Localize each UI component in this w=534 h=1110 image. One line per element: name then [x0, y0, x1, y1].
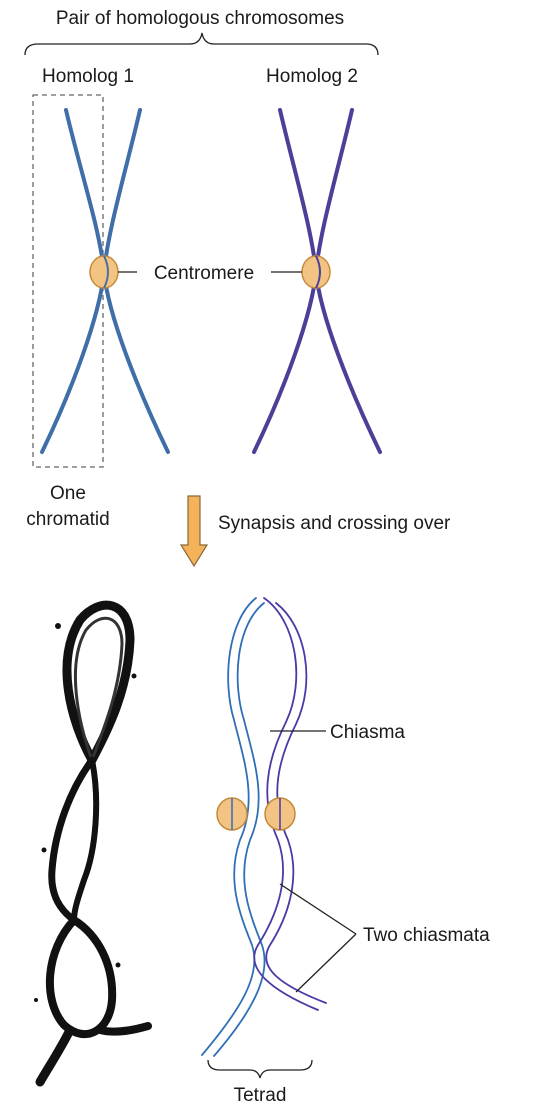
two-chiasmata-leader-lower: [296, 934, 356, 992]
micrograph-middle-strand-a: [52, 760, 92, 920]
process-label: Synapsis and crossing over: [218, 513, 451, 534]
tetrad-bracket: [208, 1060, 312, 1078]
process-arrow: [181, 496, 207, 566]
homolog-1-chromatid-b: [42, 110, 140, 452]
pair-title: Pair of homologous chromosomes: [56, 8, 344, 29]
homolog-1-label: Homolog 1: [42, 66, 134, 87]
micrograph-tail-right: [100, 1026, 148, 1032]
two-chiasmata-leader-upper: [280, 884, 356, 934]
centromere-label: Centromere: [154, 263, 254, 284]
one-chromatid-label-line2: chromatid: [26, 509, 109, 530]
one-chromatid-label-line1: One: [50, 483, 86, 504]
tetrad-blue-chromatid-b: [214, 603, 265, 1056]
homolog-2-chromatid-b: [254, 110, 352, 452]
chiasma-label: Chiasma: [330, 722, 405, 743]
micrograph-lower-loop: [50, 920, 112, 1034]
homolog-1-chromatid-a: [66, 110, 168, 452]
centromere-homolog-1: [90, 256, 118, 288]
tetrad-label: Tetrad: [234, 1085, 287, 1106]
homolog-2-label: Homolog 2: [266, 66, 358, 87]
homolog-2-chromatid-a: [280, 110, 380, 452]
pair-bracket: [25, 33, 378, 55]
tetrad-schematic: [202, 598, 326, 1056]
two-chiasmata-label: Two chiasmata: [363, 925, 490, 946]
tetrad-micrograph: [34, 605, 148, 1082]
micrograph-tail-left: [40, 1030, 70, 1082]
centromere-homolog-2: [302, 256, 330, 288]
